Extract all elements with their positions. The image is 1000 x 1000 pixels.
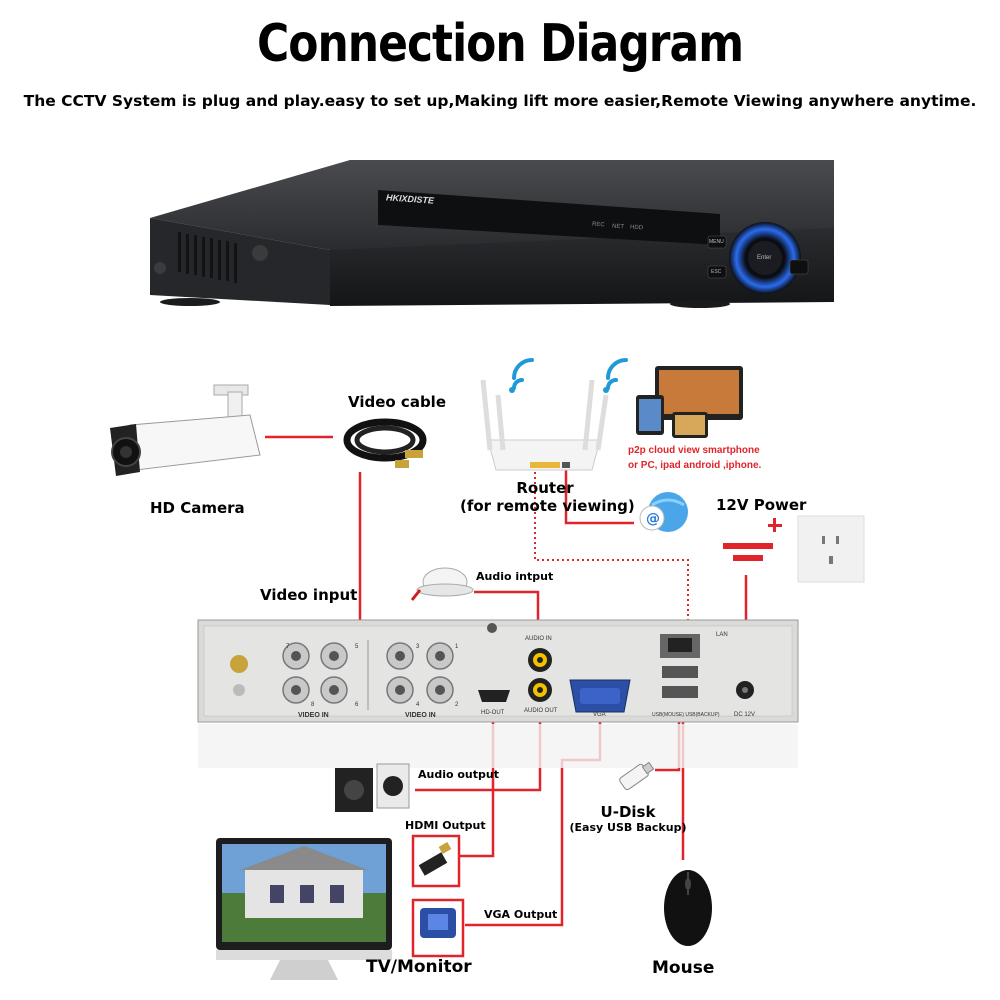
video-in-left-label: VIDEO IN [298,712,329,719]
dvr-back-panel [197,619,799,723]
router-label-line1: Router [516,479,574,497]
router-label-line2: (for remote viewing) [460,497,635,515]
tv-monitor-label: TV/Monitor [366,957,472,977]
video-input-label: Video input [260,586,358,604]
hd-camera-label: HD Camera [150,499,245,517]
audio-input-microphone [410,567,474,601]
wall-socket [797,515,865,583]
p2p-description: p2p cloud view smartphone or PC, ipad an… [628,443,761,473]
usb-port-label: USB(MOUSE) USB(BACKUP) [652,712,720,718]
lan-port-label: LAN [716,632,728,638]
ch-2-label: 2 [455,702,459,708]
svg-text:@: @ [646,511,660,527]
ch-6-label: 6 [355,702,359,708]
tv-monitor [216,838,392,980]
dc-power-symbol [723,518,782,561]
power-12v-label: 12V Power [716,496,807,514]
mouse-device [664,870,712,946]
page-subtitle: The CCTV System is plug and play.easy to… [23,92,977,110]
audio-output-label: Audio output [418,768,499,781]
router [480,379,609,471]
hd-camera [110,384,261,476]
video-cable-coil [343,418,427,468]
p2p-description-line1: p2p cloud view smartphone [628,445,760,456]
usb-disk-icon [619,761,655,791]
video-in-right-label: VIDEO IN [405,712,436,719]
router-label: Router (for remote viewing) [460,479,635,515]
p2p-description-line2: or PC, ipad android ,iphone. [628,460,762,471]
ch-5-label: 5 [355,644,359,650]
hdmi-output-label: HDMI Output [405,819,486,832]
internet-globe-icon: @ [639,492,688,532]
ch-3-label: 3 [416,644,420,650]
hd-out-port-label: HD-OUT [481,710,505,716]
speakers [335,763,410,812]
audio-input-label: Audio intput [476,570,554,583]
mouse-label: Mouse [652,958,715,978]
ch-7-label: 7 [286,644,290,650]
ch-1-label: 1 [455,644,459,650]
video-cable-label: Video cable [348,393,446,411]
p2p-devices [636,366,743,438]
ch-4-label: 4 [416,702,420,708]
esc-button-label: ESC [711,269,722,275]
udisk-label: U-Disk (Easy USB Backup) [566,803,690,834]
enter-button-label: Enter [757,255,772,261]
audio-out-port-label: AUDIO OUT [524,708,558,714]
wifi-icon-right [606,358,628,390]
wifi-icon-left [512,358,534,390]
hdmi-plug-icon [418,842,452,876]
ch-8-label: 8 [311,702,315,708]
audio-in-port-label: AUDIO IN [525,636,552,642]
vga-plug-icon [420,908,456,938]
vga-output-label: VGA Output [484,908,558,921]
menu-button-label: MENU [709,239,724,245]
udisk-label-line2: (Easy USB Backup) [569,821,687,834]
udisk-label-line1: U-Disk [600,803,656,821]
dc-port-label: DC 12V [734,712,756,718]
page-title: Connection Diagram [256,14,744,75]
vga-port-label: VGA [593,712,606,718]
